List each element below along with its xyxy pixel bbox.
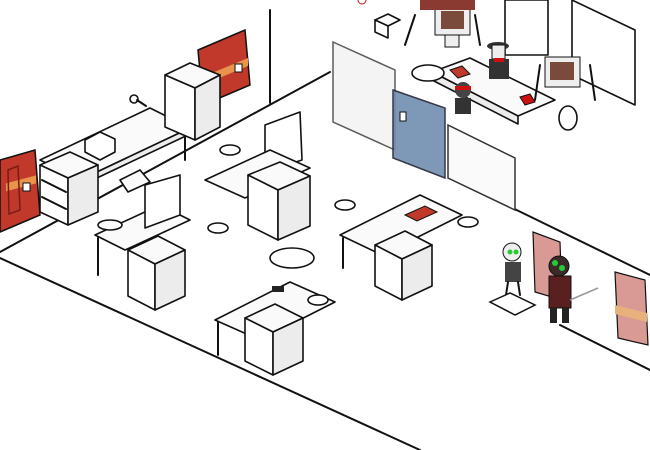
robot-monitor-2[interactable] [534, 56, 596, 131]
office-chair [97, 219, 123, 231]
desk-cluster-4 [334, 194, 479, 301]
boss-desk [374, 13, 556, 125]
desk-cluster-2 [204, 111, 311, 241]
office-chair [219, 144, 241, 156]
binder [272, 286, 284, 292]
wall-hook-icon [129, 94, 147, 107]
round-table [269, 247, 315, 269]
character-officer[interactable] [487, 42, 509, 79]
floor-grate [488, 292, 537, 316]
player-character[interactable] [548, 255, 599, 323]
office-chair [334, 199, 356, 211]
red-door-far-right[interactable] [614, 271, 649, 346]
red-folder [403, 205, 439, 222]
red-marker-icon [357, 0, 367, 5]
basket [119, 169, 151, 193]
desk-cluster-1 [94, 169, 191, 311]
blue-glass-door[interactable] [392, 88, 446, 180]
round-table [411, 64, 445, 82]
red-folder [449, 65, 471, 79]
red-door-left[interactable] [0, 149, 41, 233]
vending-machine[interactable] [164, 62, 221, 141]
character-red-cap[interactable] [455, 82, 471, 114]
monitor-partition [144, 174, 181, 229]
filing-cabinet [39, 151, 99, 226]
cabinet-back [504, 0, 636, 106]
office-chair [307, 294, 329, 306]
office-chair [207, 222, 229, 234]
desk-cluster-3 [214, 247, 336, 376]
robot-monitor-1[interactable] [404, 0, 481, 48]
cardboard-box [84, 131, 116, 161]
office-chair [457, 216, 479, 228]
red-telephone-icon [519, 93, 536, 106]
character-white-hair[interactable] [502, 242, 522, 296]
